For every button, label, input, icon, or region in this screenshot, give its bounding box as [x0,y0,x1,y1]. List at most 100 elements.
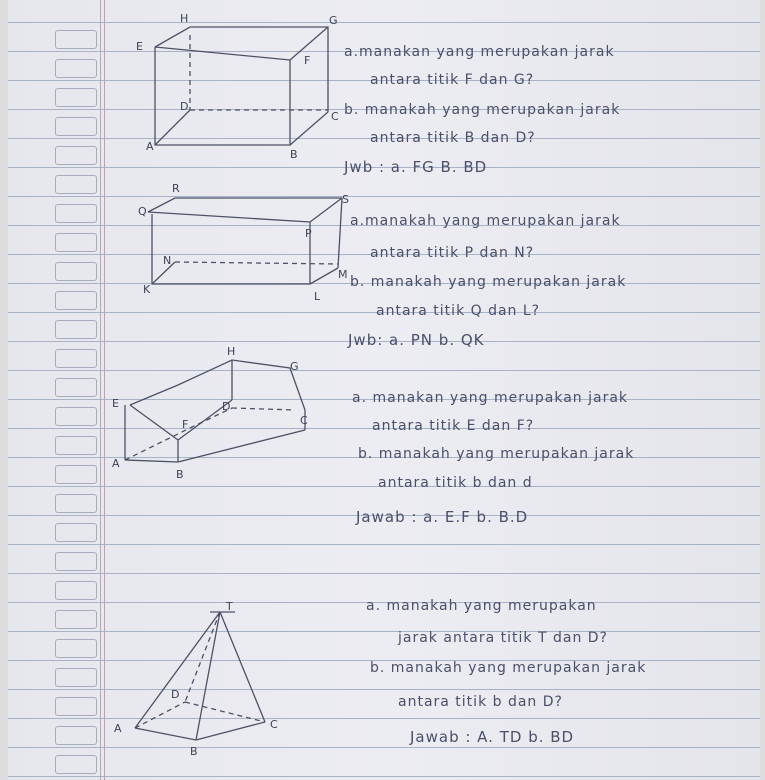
vertex-label-B-3: B [176,468,184,481]
vertex-label-B-4: B [190,745,198,758]
vertex-label-A-3: A [112,457,120,470]
vertex-label-D-4: D [171,688,180,701]
ruled-line [8,138,760,139]
vertex-label-Q: Q [138,205,147,218]
binding-hole [55,59,97,78]
binding-hole [55,726,97,745]
ruled-line [8,283,760,284]
binding-hole [55,668,97,687]
q3-line-2: antara titik E dan F? [372,418,535,434]
q4-line-4: antara titik b dan D? [398,694,563,710]
ruled-line [8,544,760,545]
binding-hole [55,494,97,513]
q1-line-4: antara titik B dan D? [370,130,536,146]
vertex-label-D-3: D [222,400,231,413]
ruled-line [8,312,760,313]
vertex-label-P: P [305,227,312,240]
vertex-label-A-4: A [114,722,122,735]
ruled-line [8,631,760,632]
ruled-line [8,370,760,371]
q1-answer: Jwb : a. FG B. BD [344,158,488,176]
q4-line-2: jarak antara titik T dan D? [398,630,608,646]
q4-line-3: b. manakah yang merupakan jarak [370,660,647,676]
q1-line-1: a.manakan yang merupakan jarak [344,44,615,60]
ruled-line [8,718,760,719]
vertex-label-G-3: G [290,360,299,373]
vertex-label-D: D [180,100,189,113]
binding-hole [55,407,97,426]
binding-hole [55,88,97,107]
binding-hole [55,175,97,194]
ruled-line [8,399,760,400]
binding-hole [55,523,97,542]
q4-answer: Jawab : A. TD b. BD [410,728,575,746]
ruled-line [8,689,760,690]
vertex-label-E-3: E [112,397,119,410]
vertex-label-K: K [143,283,151,296]
vertex-label-T: T [226,600,233,613]
vertex-label-G: G [329,14,338,27]
binding-hole [55,639,97,658]
vertex-label-C: C [331,110,339,123]
ruled-line [8,196,760,197]
q3-answer: Jawab : a. E.F b. B.D [356,508,529,526]
q1-line-3: b. manakah yang merupakan jarak [344,102,621,118]
binding-hole [55,697,97,716]
ruled-line [8,515,760,516]
ruled-line [8,776,760,777]
binding-hole [55,291,97,310]
binding-hole [55,262,97,281]
notebook-page [8,0,760,780]
ruled-line [8,22,760,23]
vertex-label-A: A [146,140,154,153]
vertex-label-B: B [290,148,298,161]
ruled-line [8,80,760,81]
binding-hole [55,204,97,223]
vertex-label-H-3: H [227,345,236,358]
q2-line-4: antara titik Q dan L? [376,303,541,319]
q3-line-3: b. manakah yang merupakan jarak [358,446,635,462]
ruled-line [8,167,760,168]
ruled-line [8,341,760,342]
binding-hole [55,117,97,136]
margin-line-left [100,0,101,780]
q3-line-1: a. manakan yang merupakan jarak [352,390,629,406]
vertex-label-S: S [342,193,349,206]
ruled-line [8,486,760,487]
vertex-label-M: M [338,268,348,281]
vertex-label-R: R [172,182,180,195]
binding-hole [55,755,97,774]
binding-hole [55,436,97,455]
q4-line-1: a. manakah yang merupakan [366,598,597,614]
binding-hole [55,610,97,629]
vertex-label-L: L [314,290,321,303]
vertex-label-H: H [180,12,189,25]
ruled-line [8,602,760,603]
binding-hole [55,465,97,484]
binding-hole [55,552,97,571]
q2-line-1: a.manakah yang merupakan jarak [350,213,621,229]
ruled-line [8,109,760,110]
ruled-line [8,747,760,748]
ruled-line [8,660,760,661]
q2-answer: Jwb: a. PN b. QK [348,331,485,349]
binding-hole [55,378,97,397]
vertex-label-E: E [136,40,143,53]
q1-line-2: antara titik F dan G? [370,72,535,88]
q2-line-2: antara titik P dan N? [370,245,535,261]
vertex-label-C-4: C [270,718,278,731]
ruled-line [8,428,760,429]
ruled-line [8,51,760,52]
q3-line-4: antara titik b dan d [378,475,533,491]
ruled-line [8,573,760,574]
binding-hole [55,349,97,368]
binding-hole [55,320,97,339]
binding-hole [55,146,97,165]
vertex-label-F: F [304,54,311,67]
binding-hole [55,581,97,600]
vertex-label-N: N [163,254,172,267]
